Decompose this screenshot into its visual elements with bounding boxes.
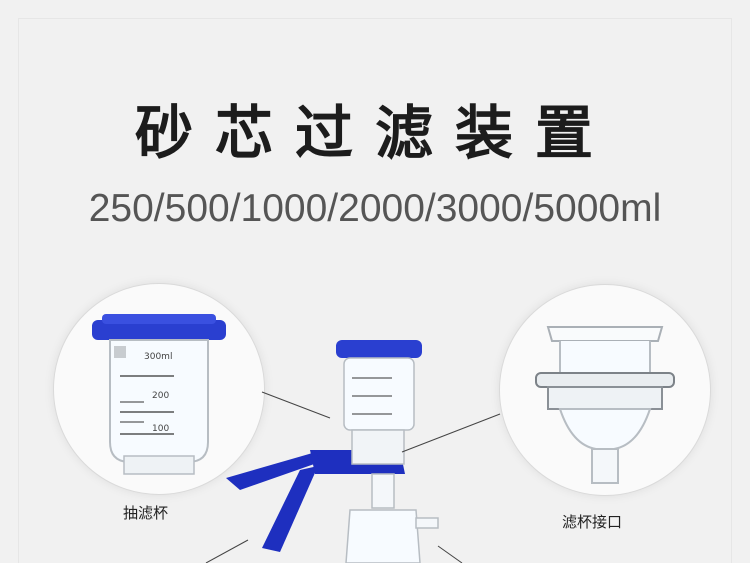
- page-title: 砂芯过滤装置: [134, 99, 615, 167]
- cup-mark-100: 100: [152, 424, 169, 434]
- filter-cup-label: 抽滤杯: [123, 504, 169, 522]
- capacity-subtitle: 250/500/1000/2000/3000/5000ml: [88, 187, 662, 230]
- cup-mark-200: 200: [152, 391, 169, 401]
- frame-border: [18, 18, 732, 563]
- connector-illustration: [535, 326, 675, 484]
- cup-mark-300: 300ml: [144, 352, 172, 362]
- connector-label: 滤杯接口: [562, 513, 623, 531]
- filter-cup-zoom-circle: 300ml 200 100: [53, 283, 265, 495]
- filter-cup-illustration: 300ml 200 100: [92, 314, 226, 475]
- connector-zoom-circle: [499, 284, 711, 496]
